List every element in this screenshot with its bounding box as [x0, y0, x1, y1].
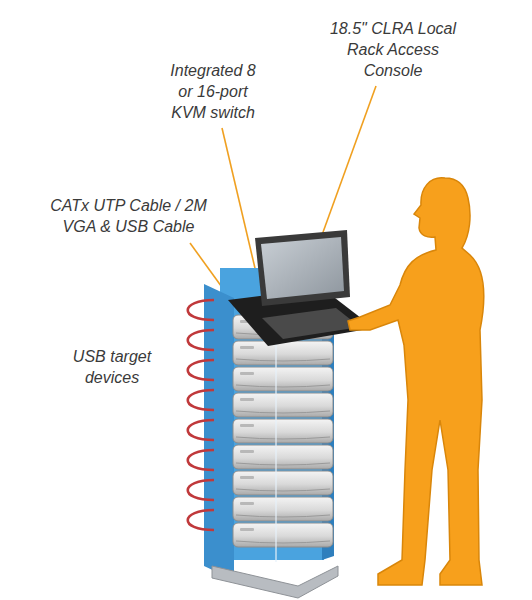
leader-line	[318, 86, 376, 246]
rack-side-panel	[204, 284, 234, 580]
cable	[188, 510, 214, 530]
cable	[188, 480, 214, 500]
callout-wrap: USB target devices	[62, 346, 162, 388]
keyboard	[262, 308, 360, 339]
cable	[188, 330, 214, 350]
server-unit	[233, 445, 333, 469]
cable	[188, 390, 214, 410]
monitor-frame	[255, 230, 350, 306]
callout-wrap: 18.5" CLRA Local Rack Access Console	[328, 18, 458, 81]
cable-loops	[188, 300, 214, 530]
server-unit	[233, 393, 333, 417]
callout-label: CATx UTP Cable / 2M VGA & USB Cable	[50, 195, 207, 237]
server-unit	[233, 341, 333, 365]
callout-label: 18.5" CLRA Local Rack Access Console	[328, 18, 458, 81]
cable	[188, 450, 214, 470]
callout-wrap: Integrated 8 or 16-port KVM switch	[170, 60, 256, 123]
server-unit	[233, 419, 333, 443]
callout-label: Integrated 8 or 16-port KVM switch	[170, 60, 256, 123]
monitor-screen	[261, 237, 344, 299]
server-unit	[233, 523, 333, 547]
server-unit	[233, 471, 333, 495]
callout-label: USB target devices	[62, 346, 162, 388]
callout-wrap: CATx UTP Cable / 2M VGA & USB Cable	[50, 195, 207, 237]
cable	[188, 360, 214, 380]
cable	[188, 420, 214, 440]
person-silhouette	[348, 178, 484, 585]
server-unit	[233, 367, 333, 391]
rack-base	[212, 566, 338, 598]
server-unit	[233, 497, 333, 521]
cable	[188, 300, 214, 320]
leader-line	[190, 243, 224, 290]
